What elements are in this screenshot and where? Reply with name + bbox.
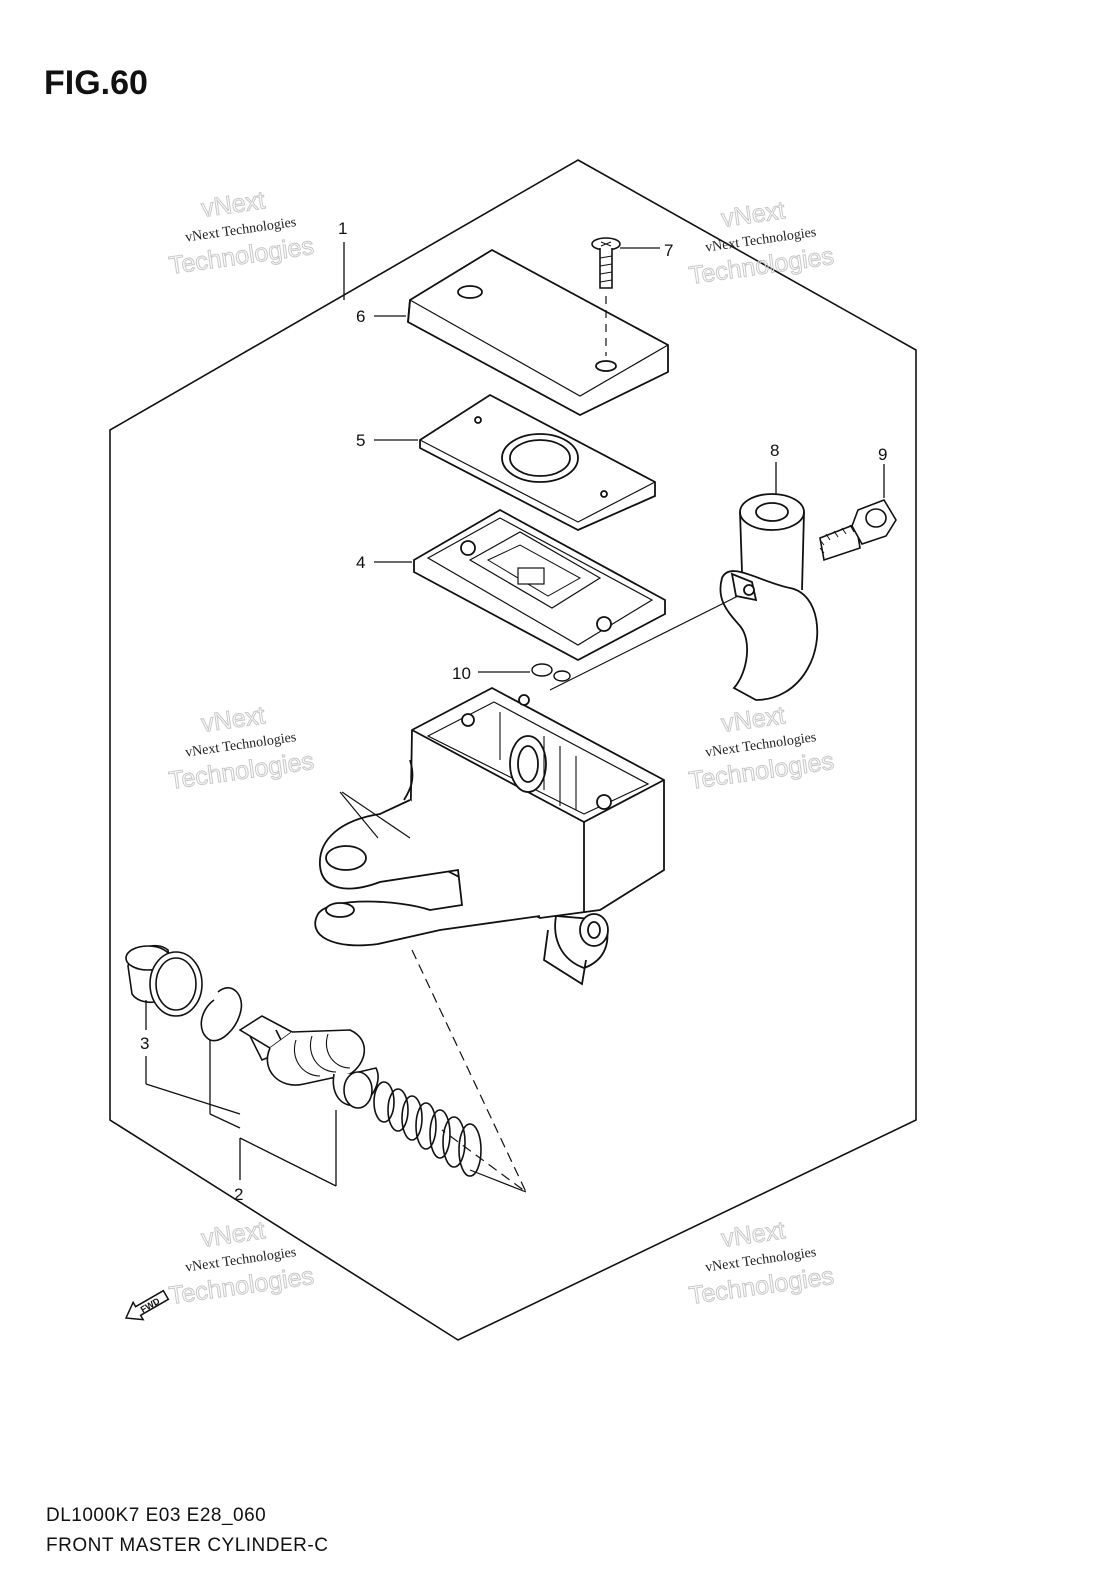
callout-10: 10	[452, 664, 471, 683]
callout-1: 1	[338, 219, 347, 238]
callout-2: 2	[234, 1185, 243, 1204]
callout-4: 4	[356, 553, 365, 572]
part-10-clip	[531, 663, 571, 682]
assembly-boundary	[109, 159, 917, 1341]
callout-5: 5	[356, 431, 365, 450]
figure-name: FRONT MASTER CYLINDER-C	[46, 1535, 329, 1556]
part-3-boot	[125, 944, 203, 1017]
watermark-word: vNext	[200, 186, 267, 223]
watermark-group-4: vNext vNext Technologies Technologies	[687, 701, 836, 796]
piston-spring	[373, 1081, 482, 1177]
part-4-diaphragm	[413, 508, 666, 662]
part-2-piston-set	[200, 987, 379, 1109]
part-6-reservoir-cap	[407, 248, 669, 417]
watermark-group-1: vNext vNext Technologies Technologies	[167, 186, 316, 281]
watermark-word: vNext	[720, 1216, 787, 1253]
watermark-word: vNext	[200, 701, 267, 738]
fwd-arrow-icon: FWD	[124, 1289, 170, 1321]
watermark-word: vNext	[720, 701, 787, 738]
part-1-master-cylinder-body	[314, 686, 665, 986]
part-9-bolt	[819, 499, 897, 562]
watermark-word: vNext	[200, 1216, 267, 1253]
watermark-group-6: vNext vNext Technologies Technologies	[687, 1216, 836, 1311]
callout-labels: 1 2 3 4 5 6 7 8 9 10	[140, 219, 887, 1204]
figure-code: DL1000K7 E03 E28_060	[46, 1505, 267, 1526]
part-8-holder	[719, 493, 819, 701]
callout-9: 9	[878, 445, 887, 464]
callout-8: 8	[770, 441, 779, 460]
callout-6: 6	[356, 307, 365, 326]
figure-title: FIG.60	[44, 64, 148, 102]
watermark-group-3: vNext vNext Technologies Technologies	[167, 701, 316, 796]
callout-3: 3	[140, 1034, 149, 1053]
assembly-lines	[339, 595, 739, 1193]
callout-7: 7	[664, 241, 673, 260]
watermark-group-2: vNext vNext Technologies Technologies	[687, 196, 836, 291]
watermark-group-5: vNext vNext Technologies Technologies	[167, 1216, 316, 1311]
leader-lines	[145, 242, 885, 1187]
part-5-diaphragm-plate	[419, 393, 656, 531]
part-7-screw	[591, 237, 621, 356]
watermark-word: vNext	[720, 196, 787, 233]
